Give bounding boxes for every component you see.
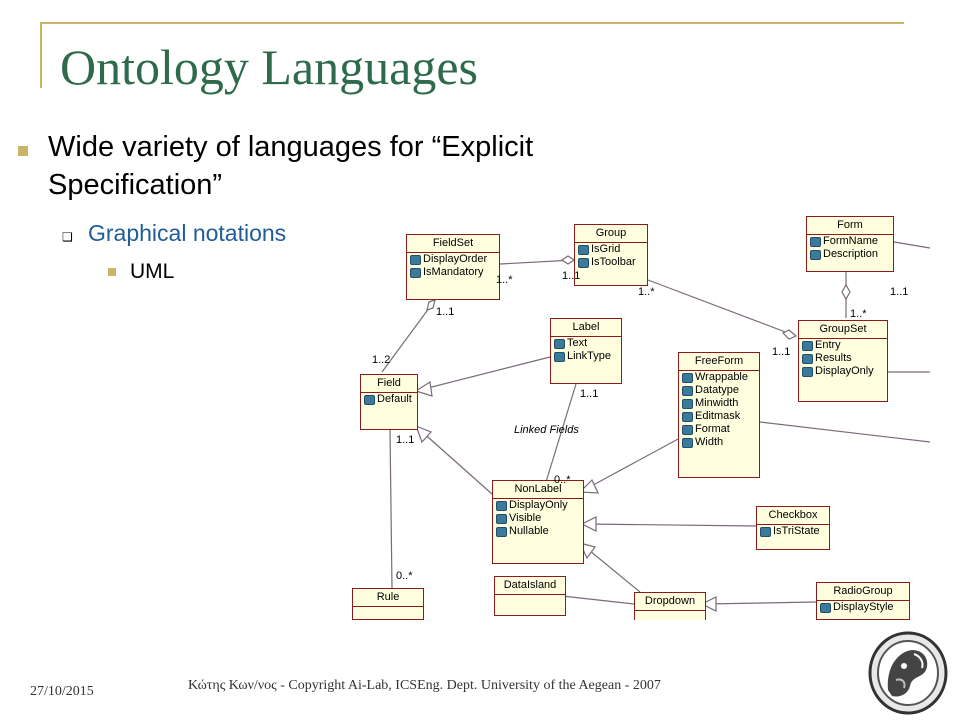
attribute-icon [496,500,507,511]
uml-class-field: Field Default [360,374,418,430]
class-attribute: DisplayOrder [407,253,499,266]
class-name: Field [361,375,417,393]
attribute-icon [802,340,813,351]
class-name: GroupSet [799,321,887,339]
bullet-square-icon [18,146,28,156]
multiplicity-label: 1..2 [372,354,391,366]
class-attribute: IsTriState [757,525,829,538]
attribute-icon [496,526,507,537]
class-attribute: DisplayStyle [817,601,909,614]
class-attribute: Editmask [679,410,759,423]
attribute-icon [802,353,813,364]
multiplicity-label: 1..* [638,286,655,298]
class-attribute: FormName [807,235,893,248]
class-attribute: IsToolbar [575,256,647,269]
multiplicity-label: 1..1 [396,434,415,446]
multiplicity-label: 1..1 [890,286,909,298]
attribute-icon [410,267,421,278]
bullet-square-small-icon [108,268,116,276]
multiplicity-label: 0..* [396,570,413,582]
uml-class-dropdown: Dropdown [634,592,706,620]
class-attribute: Width [679,436,759,449]
attribute-icon [578,257,589,268]
class-name: Checkbox [757,507,829,525]
footer-copyright: Κώτης Κων/νος - Copyright Ai-Lab, ICSEng… [188,678,661,693]
attribute-icon [682,411,693,422]
class-name: Dropdown [635,593,705,611]
class-attribute: IsGrid [575,243,647,256]
sub-bullet-text: Graphical notations [88,220,287,246]
title-frame-left [40,22,42,88]
class-attribute: Results [799,352,887,365]
class-attribute: IsMandatory [407,266,499,279]
class-name: Label [551,319,621,337]
attribute-icon [410,254,421,265]
uml-diagram: FieldSet DisplayOrder IsMandatory Group … [340,212,930,620]
attribute-icon [364,394,375,405]
class-attribute: Datatype [679,384,759,397]
uml-class-freeform: FreeForm Wrappable Datatype Minwidth Edi… [678,352,760,478]
title-frame-top [40,22,904,24]
class-attribute: Format [679,423,759,436]
class-attribute: Nullable [493,525,583,538]
multiplicity-label: 1..1 [772,346,791,358]
class-name: FieldSet [407,235,499,253]
uml-class-radiogroup: RadioGroup DisplayStyle [816,582,910,620]
university-logo-icon [868,631,948,715]
multiplicity-label: 1..1 [562,270,581,282]
multiplicity-label: 1..* [496,274,513,286]
uml-class-label: Label Text LinkType [550,318,622,384]
footer-date: 27/10/2015 [30,684,94,699]
attribute-icon [554,338,565,349]
bullet-main-text: Wide variety of languages for “Explicit … [48,131,534,201]
uml-class-fieldset: FieldSet DisplayOrder IsMandatory [406,234,500,300]
class-attribute: DisplayOnly [799,365,887,378]
attribute-icon [810,249,821,260]
attribute-icon [820,602,831,613]
attribute-icon [682,398,693,409]
uml-class-rule: Rule [352,588,424,620]
hollow-square-bullet-icon: ❑ [62,230,73,244]
class-attribute: Minwidth [679,397,759,410]
attribute-icon [682,372,693,383]
class-attribute: Wrappable [679,371,759,384]
attribute-icon [810,236,821,247]
attribute-icon [682,385,693,396]
class-attribute: Entry [799,339,887,352]
attribute-icon [802,366,813,377]
multiplicity-label: 1..1 [436,306,455,318]
class-name: DataIsland [495,577,565,595]
class-name: Rule [353,589,423,607]
uml-class-form: Form FormName Description [806,216,894,272]
class-name: NonLabel [493,481,583,499]
class-attribute: Visible [493,512,583,525]
uml-class-groupset: GroupSet Entry Results DisplayOnly [798,320,888,402]
multiplicity-label: 1..1 [580,388,599,400]
slide-title: Ontology Languages [60,39,478,95]
attribute-icon [554,351,565,362]
uml-class-checkbox: Checkbox IsTriState [756,506,830,550]
class-attribute: Text [551,337,621,350]
class-attribute: LinkType [551,350,621,363]
attribute-icon [496,513,507,524]
association-label: Linked Fields [514,424,579,436]
class-attribute: DisplayOnly [493,499,583,512]
attribute-icon [682,437,693,448]
attribute-icon [578,244,589,255]
attribute-icon [760,526,771,537]
sub-sub-bullet-text: UML [130,260,175,283]
class-name: FreeForm [679,353,759,371]
class-attribute: Default [361,393,417,406]
class-name: Form [807,217,893,235]
class-name: RadioGroup [817,583,909,601]
attribute-icon [682,424,693,435]
class-attribute: Description [807,248,893,261]
uml-class-nonlabel: NonLabel DisplayOnly Visible Nullable [492,480,584,564]
multiplicity-label: 0..* [554,474,571,486]
uml-class-dataisland: DataIsland [494,576,566,616]
uml-class-group: Group IsGrid IsToolbar [574,224,648,286]
multiplicity-label: 1..* [850,308,867,320]
class-name: Group [575,225,647,243]
